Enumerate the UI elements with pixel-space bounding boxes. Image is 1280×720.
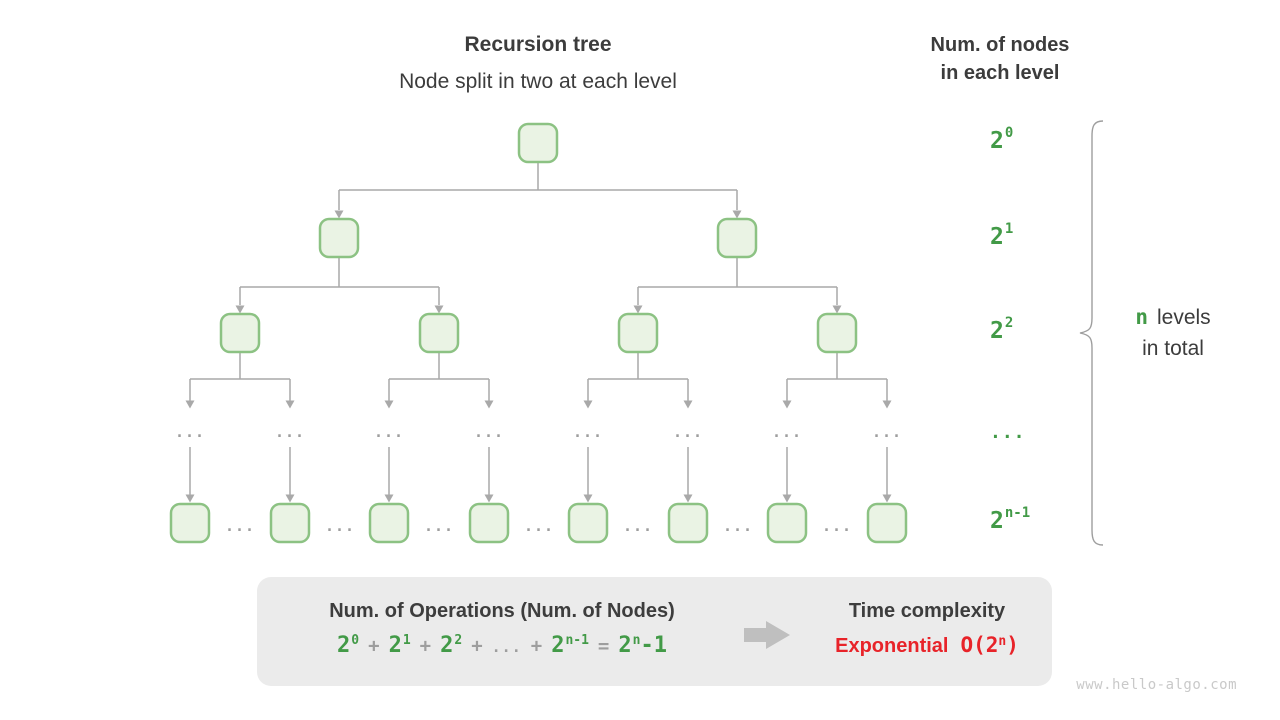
formula-result: 2n-1 bbox=[618, 633, 667, 658]
level-count-exponent: n-1 bbox=[1004, 505, 1031, 521]
page-subtitle: Node split in two at each level bbox=[399, 70, 677, 93]
ellipsis-text: ... bbox=[572, 423, 604, 441]
ellipsis-text: ... bbox=[274, 423, 306, 441]
ellipsis-text: ... bbox=[373, 423, 405, 441]
tree-nodes bbox=[169, 122, 908, 544]
ellipsis-text: ... bbox=[224, 517, 256, 535]
ellipsis-text: ... bbox=[324, 517, 356, 535]
big-o-notation: O(2n) bbox=[960, 633, 1019, 657]
plus-operator: + bbox=[471, 635, 483, 657]
plus-operator: + bbox=[368, 635, 380, 657]
ellipsis-text: ... bbox=[771, 423, 803, 441]
level-count-base: ... bbox=[990, 421, 1026, 443]
ellipsis-text: ... bbox=[871, 423, 903, 441]
level-count-exponent: 0 bbox=[1004, 125, 1014, 141]
level-count-label-3: ... bbox=[990, 418, 1027, 446]
tree-arrowheads bbox=[185, 210, 892, 503]
equals-operator: = bbox=[597, 635, 610, 657]
ellipsis-text: ... bbox=[523, 517, 555, 535]
complexity-summary-box: Num. of Operations (Num. of Nodes) 20 + … bbox=[257, 577, 1052, 686]
levels-brace bbox=[1079, 120, 1104, 546]
nodes-per-level-line2: in each level bbox=[940, 62, 1060, 84]
levels-word: levels bbox=[1156, 306, 1211, 329]
ellipsis-text: ... bbox=[672, 423, 704, 441]
nodes-per-level-header: Num. of nodes in each level bbox=[880, 31, 1120, 87]
formula-term-2-2: 22 bbox=[440, 633, 463, 658]
time-complexity-title: Time complexity bbox=[848, 600, 1006, 622]
ellipsis-text: ... bbox=[174, 423, 206, 441]
n-symbol: n bbox=[1135, 305, 1148, 329]
level-count-base: 2 bbox=[990, 318, 1004, 344]
level-count-base: 2 bbox=[990, 508, 1004, 534]
complexity-value: Exponential O(2n) bbox=[802, 633, 1052, 658]
page-title: Recursion tree bbox=[464, 33, 612, 56]
formula-ellipsis: ... bbox=[491, 638, 522, 656]
total-levels-line2: in total bbox=[1142, 337, 1204, 360]
tree-connectors bbox=[189, 162, 888, 495]
level-count-base: 2 bbox=[990, 128, 1004, 154]
watermark: www.hello-algo.com bbox=[1076, 677, 1237, 693]
plus-operator: + bbox=[419, 635, 432, 657]
ellipsis-text: ... bbox=[423, 517, 455, 535]
ellipsis-text: ... bbox=[821, 517, 853, 535]
ellipsis-text: ... bbox=[722, 517, 754, 535]
level-count-base: 2 bbox=[990, 224, 1004, 250]
right-arrow-icon bbox=[744, 621, 790, 649]
ellipsis-text: ... bbox=[473, 423, 505, 441]
operations-title: Num. of Operations (Num. of Nodes) bbox=[329, 600, 675, 622]
formula-term-2-0: 20 bbox=[337, 633, 360, 658]
plus-operator: + bbox=[530, 635, 543, 657]
complexity-word: Exponential bbox=[835, 635, 949, 657]
level-count-exponent: 1 bbox=[1004, 221, 1014, 237]
operations-formula: 20 + 21 + 22 + ... + 2n-1 = 2n-1 bbox=[267, 633, 737, 658]
level-count-exponent: 2 bbox=[1004, 315, 1014, 331]
ellipsis-text: ... bbox=[622, 517, 654, 535]
nodes-per-level-line1: Num. of nodes bbox=[930, 34, 1070, 56]
tree-title-block: Recursion tree Node split in two at each… bbox=[238, 26, 838, 100]
formula-term-2-1: 21 bbox=[388, 633, 411, 658]
formula-term-2-n-1: 2n-1 bbox=[551, 633, 589, 658]
